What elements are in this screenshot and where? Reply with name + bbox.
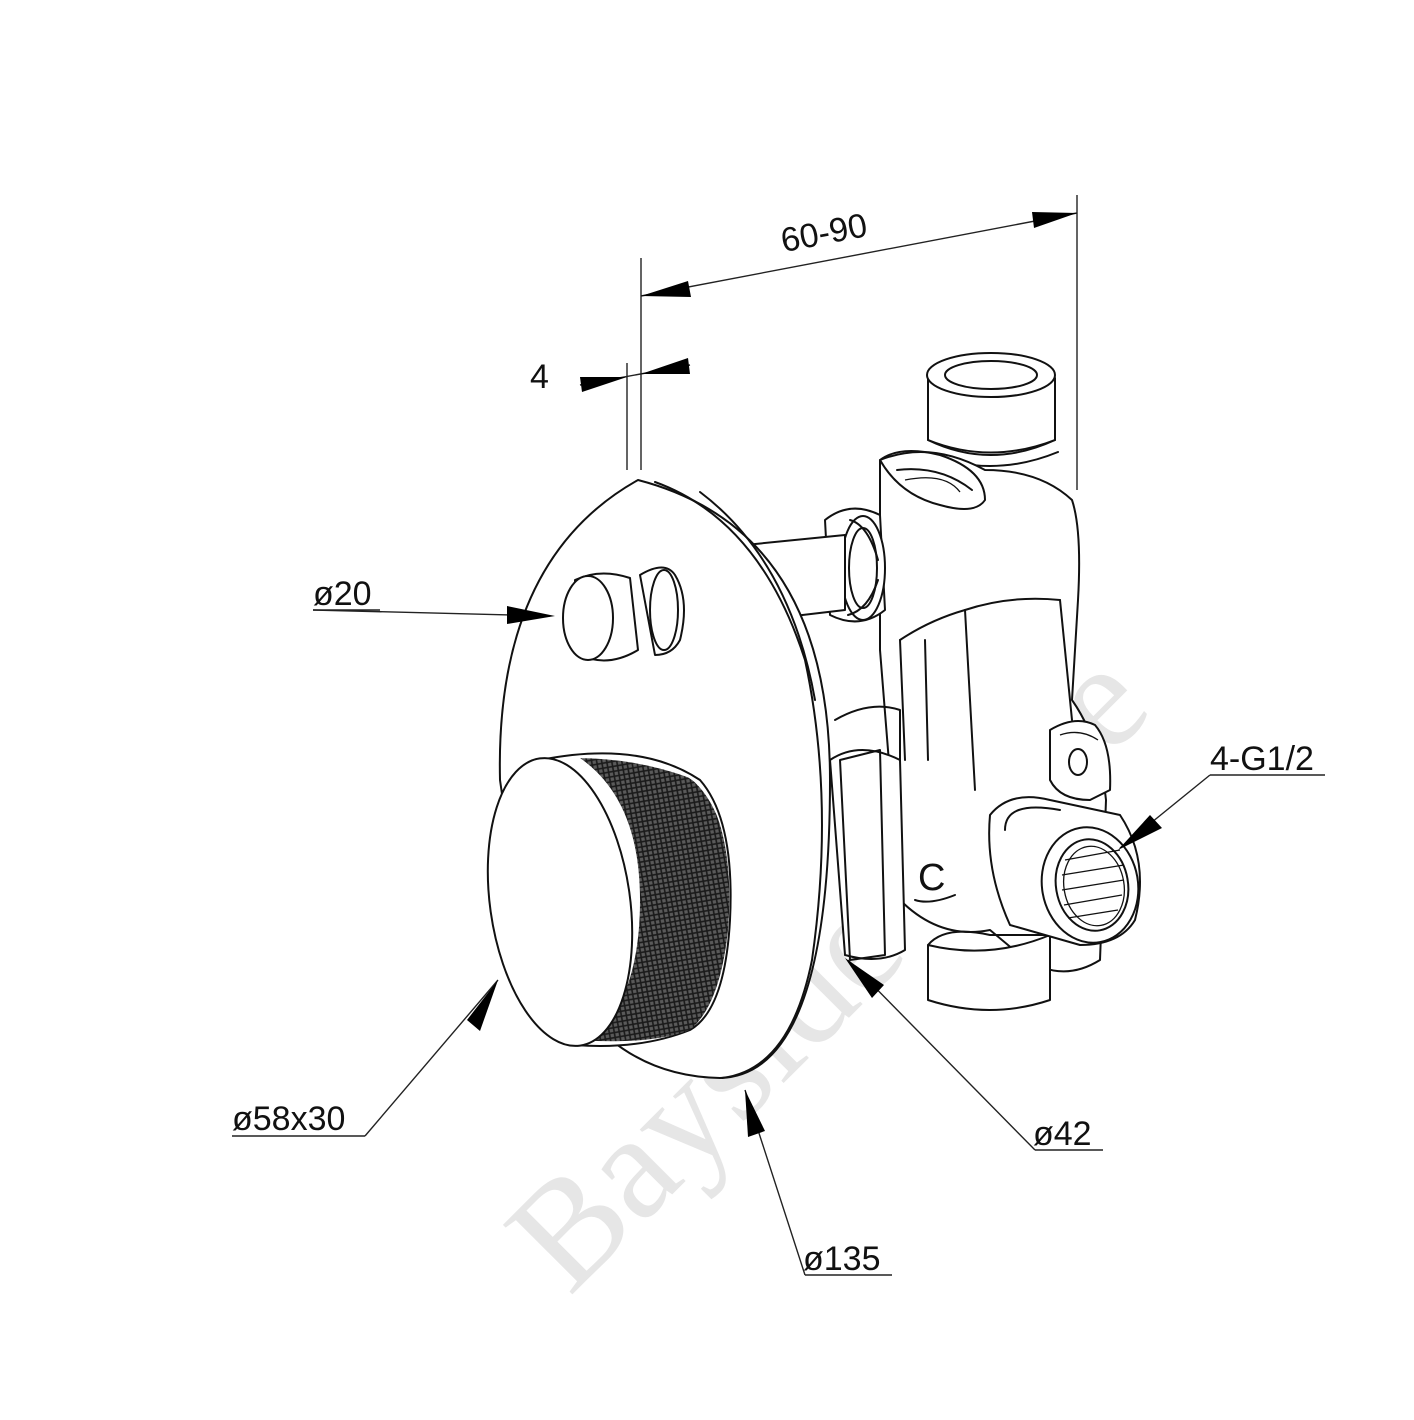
bottom-outlet [927,930,1051,1011]
depth-range-label: 60-90 [778,206,871,260]
body-marking: C [918,857,945,899]
mounting-lug [1049,720,1112,801]
plate-thickness-label: 4 [530,358,549,396]
dimension-connections: 4-G1/2 [1118,740,1325,850]
dimension-knob: ø58x30 [232,979,499,1138]
dimension-body: ø42 [845,958,1103,1153]
diverter-button [562,566,685,662]
connections-label: 4-G1/2 [1210,740,1314,778]
body-diameter-label: ø42 [1033,1115,1092,1153]
plate-diameter-label: ø135 [803,1240,881,1278]
control-knob [486,752,732,1047]
top-inlet [921,352,1059,467]
dimension-button: ø20 [312,575,555,624]
side-outlet-port [988,796,1141,946]
button-diameter-label: ø20 [313,575,372,613]
knob-size-label: ø58x30 [232,1100,345,1138]
dimension-plate: ø135 [744,1089,892,1278]
dimension-plate-thickness: 4 [530,358,691,470]
knurl-texture [580,758,730,1042]
